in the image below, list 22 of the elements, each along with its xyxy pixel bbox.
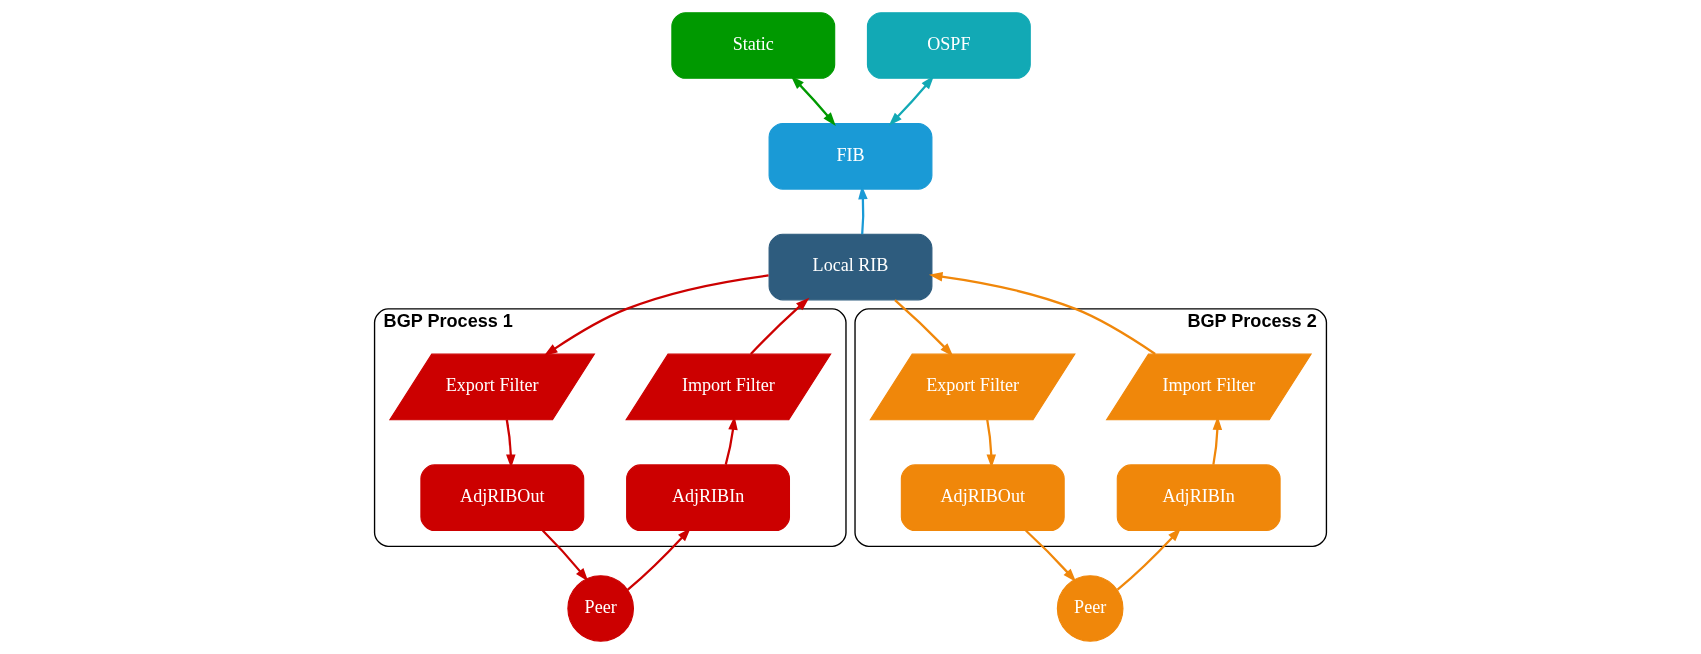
arrow (724, 416, 738, 465)
node-box: FIB (768, 122, 933, 190)
node-box: AdjRIBIn (1116, 464, 1281, 532)
node-circle: Peer (1056, 575, 1124, 642)
node-box: OSPF (866, 12, 1031, 79)
arrow (749, 297, 810, 355)
node-box: Local RIB (768, 233, 933, 301)
node-circle: Peer (567, 575, 634, 642)
node-box: AdjRIBOut (420, 464, 585, 532)
arrow (541, 529, 589, 582)
arrow (627, 528, 691, 591)
arrow (888, 75, 934, 126)
arrow (1116, 528, 1181, 591)
node-box: Static (671, 12, 836, 79)
node-box: AdjRIBOut (900, 464, 1065, 532)
arrow (544, 274, 769, 356)
arrow (928, 271, 1156, 355)
node-box: AdjRIBIn (626, 464, 790, 532)
arrow (1212, 416, 1223, 465)
arrow (894, 299, 954, 357)
arrow (790, 75, 836, 126)
arrow (1025, 529, 1077, 583)
